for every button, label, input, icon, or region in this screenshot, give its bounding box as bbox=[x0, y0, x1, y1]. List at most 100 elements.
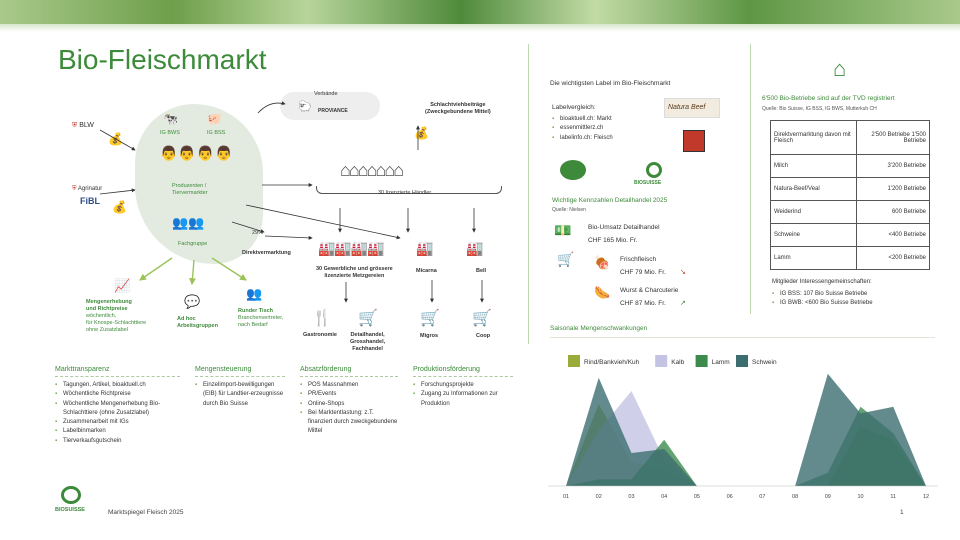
verbaende-label: Verbände bbox=[314, 91, 338, 97]
table-row: Lamm <200 Betriebe bbox=[770, 246, 930, 270]
agrinatur-logo: ⛨ Agrinatur bbox=[72, 186, 103, 192]
natura-beef-logo: Natura Beef bbox=[664, 98, 720, 118]
restaurant-icon: 🍴 bbox=[312, 310, 332, 327]
direktvermarktung-label: Direktvermarktung bbox=[242, 250, 291, 256]
table-cell: Milch bbox=[770, 154, 857, 178]
meat-icon: 🍖 bbox=[594, 255, 611, 270]
table-row: Direktvermarktung davon mit Fleisch 2'50… bbox=[770, 120, 930, 155]
blw-logo: ⛨ BLW bbox=[72, 122, 94, 129]
table-cell: Lamm bbox=[770, 246, 857, 270]
x-tick-label: 01 bbox=[563, 494, 569, 500]
list-item: bioaktuell.ch: Markt bbox=[552, 115, 672, 125]
mengen-label: Mengenerhebung und Richtpreise wöchentli… bbox=[86, 299, 147, 333]
list-markttransparenz: Markttransparenz Tagungen, Artikel, bioa… bbox=[55, 366, 180, 446]
chat-icon: 💬 bbox=[184, 294, 201, 309]
table-cell: <400 Betriebe bbox=[856, 223, 930, 247]
kennzahl-label: Wurst & Charcuterie bbox=[620, 287, 679, 294]
x-tick-label: 09 bbox=[825, 494, 831, 500]
farm-icon: ⌂ bbox=[833, 56, 847, 81]
kennzahlen-heading: Wichtige Kennzahlen Detailhandel 2025 bbox=[552, 197, 668, 204]
ig-list: IG BSS: 107 Bio Suisse Betriebe IG BWB: … bbox=[772, 290, 942, 309]
series-area bbox=[566, 373, 926, 486]
chart-icon: 📈 bbox=[114, 278, 131, 293]
labels-heading: Die wichtigsten Label im Bio-Fleischmark… bbox=[550, 80, 671, 87]
knospe-logo bbox=[560, 160, 586, 180]
kennzahlen-source: Quelle: Nielsen bbox=[552, 207, 586, 213]
x-tick-label: 06 bbox=[727, 494, 733, 500]
biosuisse-logo-text: BIOSUISSE bbox=[634, 180, 662, 186]
x-tick-label: 07 bbox=[759, 494, 765, 500]
header-banner bbox=[0, 0, 960, 24]
tvd-table: Direktvermarktung davon mit Fleisch 2'50… bbox=[770, 120, 930, 270]
list-produktionsfoerderung: Produktionsförderung Forschungsprojekte … bbox=[413, 366, 513, 409]
biosuisse-footer-text: BIOSUISSE bbox=[55, 507, 85, 513]
basket-icon: 🛒 bbox=[557, 251, 575, 267]
bell-label: Bell bbox=[476, 268, 487, 274]
tvd-heading: 6'500 Bio-Betriebe sind auf der TVD regi… bbox=[762, 95, 895, 102]
haendler-label: 30 lizenzierte Händler bbox=[378, 190, 432, 196]
x-tick-label: 11 bbox=[890, 494, 896, 500]
table-cell: 3'200 Betriebe bbox=[856, 154, 930, 178]
producer-blob bbox=[135, 104, 263, 264]
table-row: Natura-Beef/Veal 1'200 Betriebe bbox=[770, 177, 930, 201]
table-cell: Natura-Beef/Veal bbox=[770, 177, 857, 201]
factory-icon: 🏭 bbox=[416, 240, 434, 256]
gastronomie-label: Gastronomie bbox=[303, 332, 337, 338]
legend-label: Lamm bbox=[712, 359, 730, 366]
labels-list: bioaktuell.ch: Markt essenmittlerz.ch la… bbox=[552, 115, 672, 143]
biosuisse-footer-icon bbox=[61, 486, 81, 504]
kennzahl-value: CHF 87 Mio. Fr. bbox=[620, 300, 666, 307]
list-item: Tagungen, Artikel, bioaktuell.ch bbox=[55, 381, 180, 391]
list-heading: Markttransparenz bbox=[55, 366, 110, 373]
ig-heading: Mitglieder Interessengemeinschaften: bbox=[772, 279, 872, 285]
labels-sub: Labelvergleich: bbox=[552, 104, 596, 111]
header-banner-fade bbox=[0, 24, 960, 32]
legend-swatch bbox=[568, 355, 580, 367]
list-item: IG BWB: <600 Bio Suisse Betriebe bbox=[772, 299, 942, 309]
column-divider bbox=[750, 44, 751, 314]
list-item: Bei Marktentlastung: z.T. finanziert dur… bbox=[300, 409, 398, 437]
ig-bws-label: IG BWS bbox=[160, 130, 180, 136]
kennzahl-label: Bio-Umsatz Detailhandel bbox=[588, 224, 660, 231]
x-tick-label: 12 bbox=[923, 494, 929, 500]
migros-label: Migros bbox=[420, 333, 439, 339]
trend-up-icon: ↗ bbox=[680, 300, 686, 307]
x-tick-label: 03 bbox=[628, 494, 634, 500]
farmers-icon: 👨👨👨👨 bbox=[160, 145, 234, 161]
label-logo-red bbox=[683, 130, 705, 152]
table-cell: <200 Betriebe bbox=[856, 246, 930, 270]
table-cell: Direktvermarktung davon mit Fleisch bbox=[770, 120, 857, 155]
chart-title: Saisonale Mengenschwankungen bbox=[550, 325, 648, 332]
money-bag-icon: 💰 bbox=[112, 200, 127, 214]
houses-icon: ⌂⌂⌂⌂⌂⌂⌂ bbox=[340, 160, 404, 180]
list-item: Tierverkaufsgutschein bbox=[55, 437, 180, 447]
list-heading: Absatzförderung bbox=[300, 366, 352, 373]
fachgruppe-label: Fachgruppe bbox=[178, 241, 208, 247]
kennzahl-value: CHF 165 Mio. Fr. bbox=[588, 237, 638, 244]
legend-swatch bbox=[695, 355, 708, 367]
proviance-logo: PROVIANCE bbox=[318, 108, 348, 114]
list-item: Zugang zu Informationen zur Produktion bbox=[413, 390, 513, 409]
table-row: Milch 3'200 Betriebe bbox=[770, 154, 930, 178]
basket-icon: 🛒 bbox=[358, 310, 378, 327]
list-item: Labelbinmarken bbox=[55, 427, 180, 437]
producer-label: Produzenten /Tiervermarkter bbox=[172, 183, 208, 196]
coop-label: Coop bbox=[476, 333, 491, 339]
verbaende-box bbox=[280, 92, 380, 120]
table-row: Weiderind 600 Betriebe bbox=[770, 200, 930, 224]
micarna-label: Micarna bbox=[416, 268, 437, 274]
table-cell: Schweine bbox=[770, 223, 857, 247]
x-tick-label: 04 bbox=[661, 494, 667, 500]
page-number: 1 bbox=[900, 509, 904, 516]
butcher-icon: 🏭🏭🏭🏭 bbox=[318, 240, 385, 256]
haendler-brace bbox=[316, 186, 502, 194]
factory-icon: 🏭 bbox=[466, 240, 484, 256]
footer-label: Marktspiegel Fleisch 2025 bbox=[108, 509, 184, 516]
legend-swatch bbox=[655, 355, 668, 367]
list-item: Wöchentliche Richtpreise bbox=[55, 390, 180, 400]
list-item: Wöchentliche Mengenerhebung Bio-Schlacht… bbox=[55, 400, 180, 419]
